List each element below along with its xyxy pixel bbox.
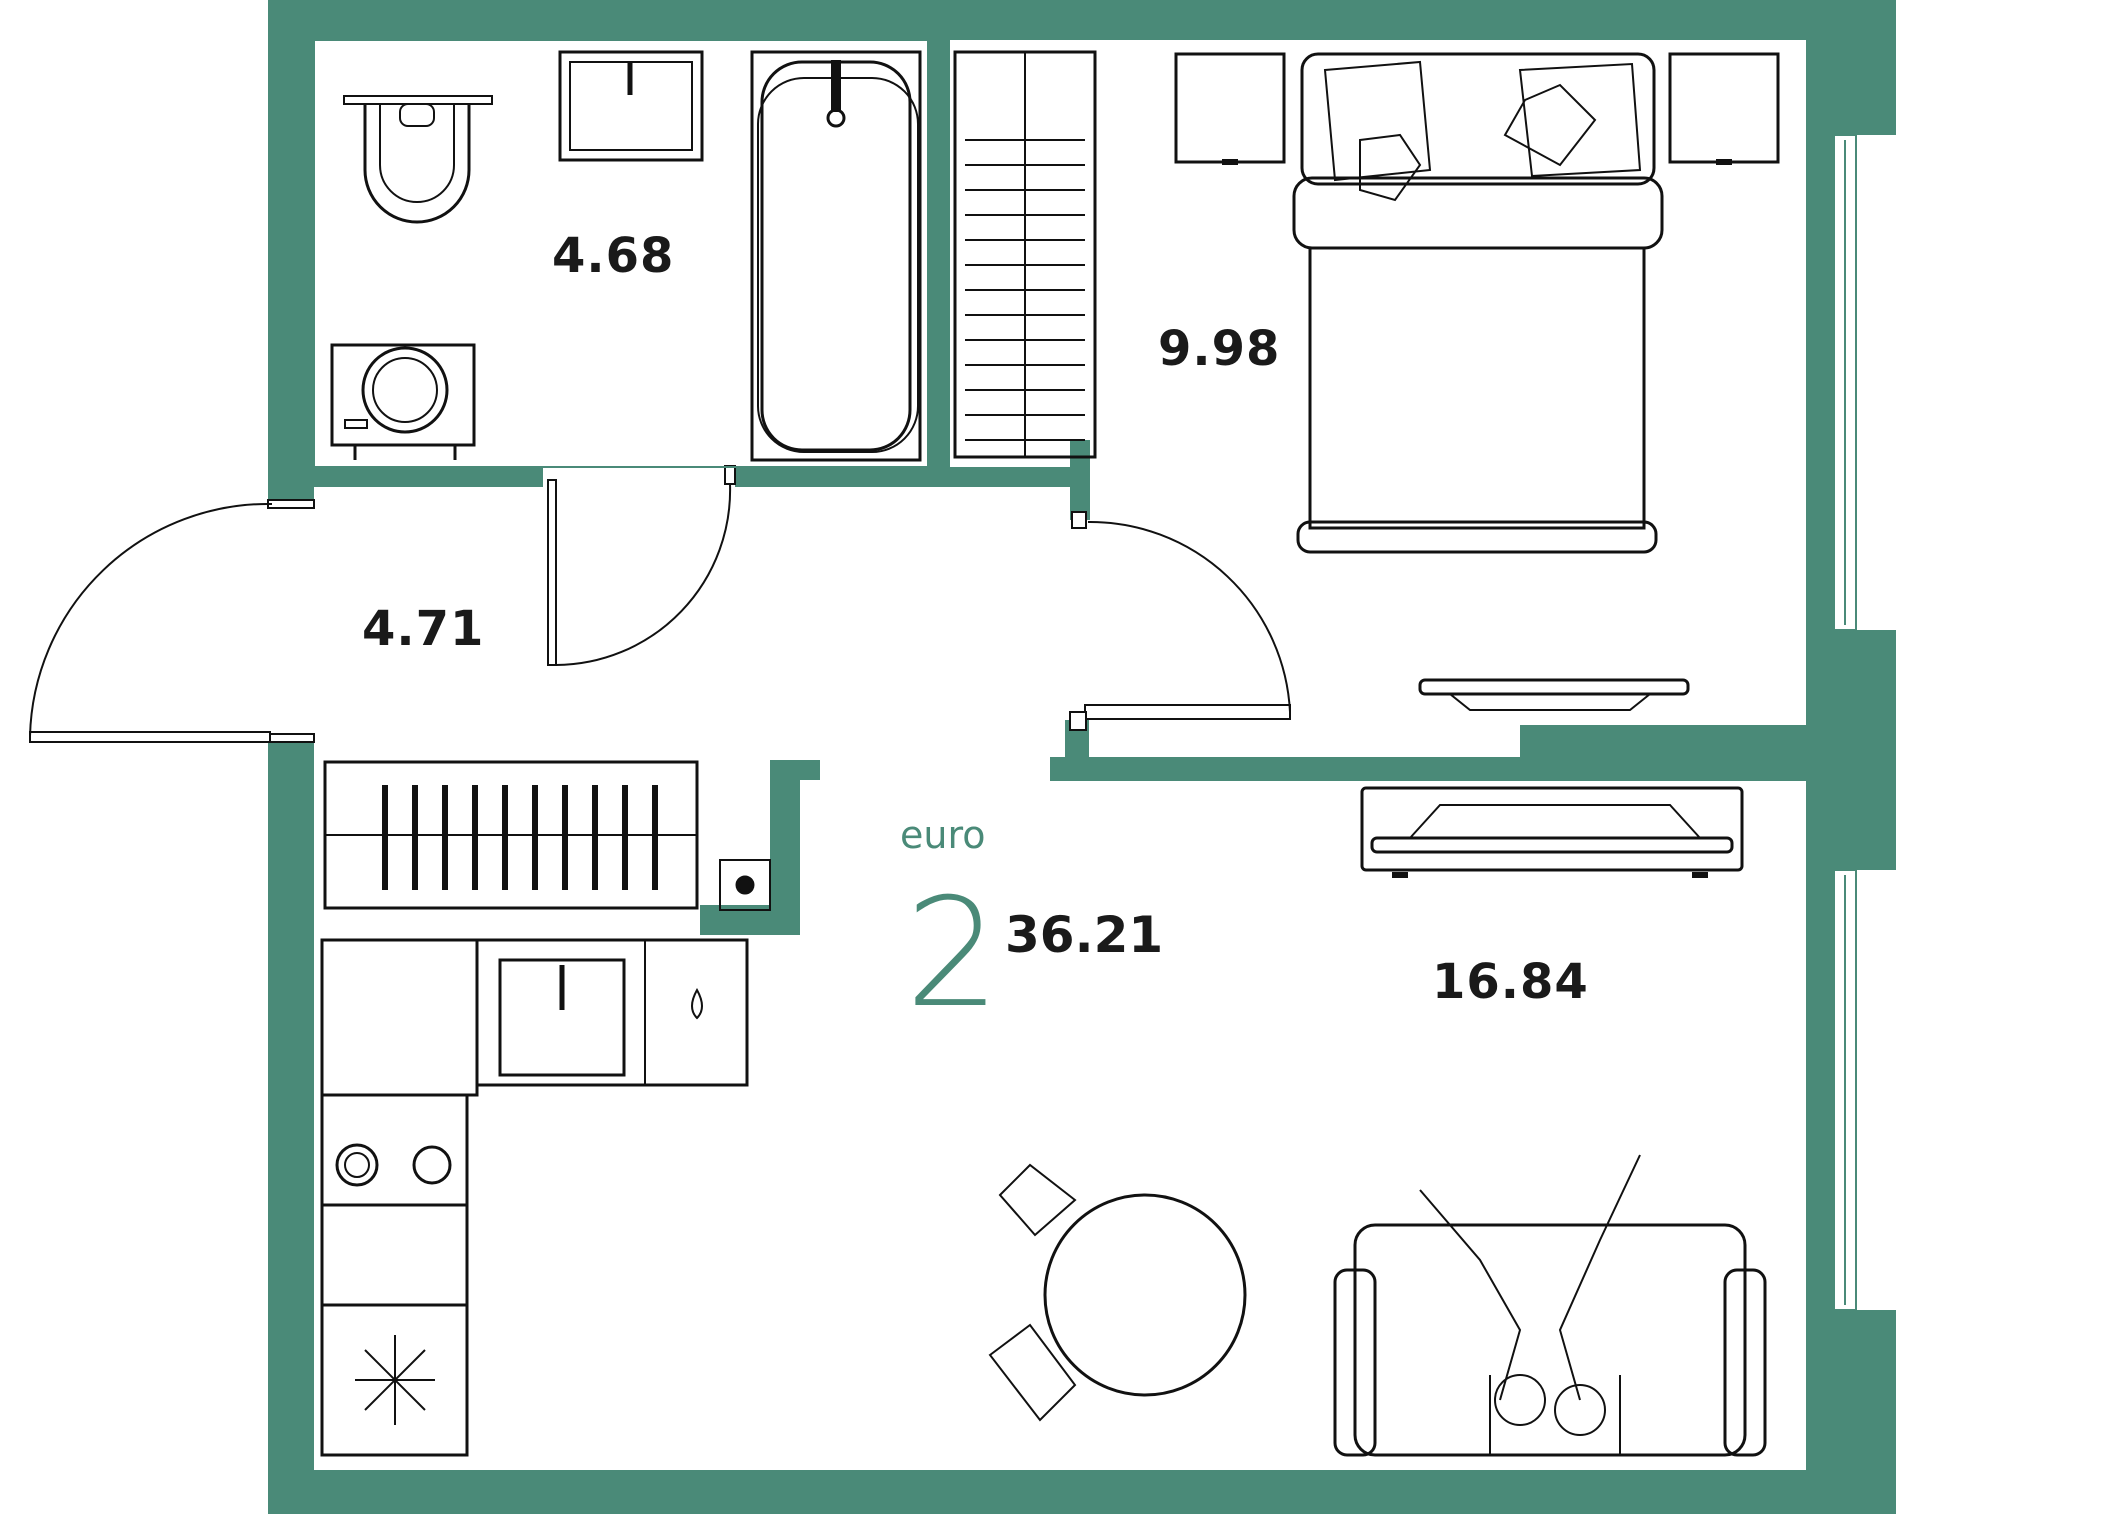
walls [268, 0, 1896, 1514]
bathtub-icon [750, 50, 922, 462]
kitchen-counter-icon [320, 938, 749, 1457]
doors [29, 465, 1291, 743]
nightstand-right-icon [1668, 52, 1780, 164]
ventilation-shaft-icon [719, 859, 771, 911]
sofa-icon [1333, 1154, 1767, 1457]
bedroom-furniture [953, 50, 1780, 711]
washing-machine-icon [330, 343, 476, 460]
nightstand-left-icon [1174, 52, 1286, 164]
living-furniture [320, 760, 1767, 1457]
total-area: 36.21 [1005, 906, 1163, 964]
windows [1833, 134, 1857, 1311]
apartment-type-label: euro [900, 813, 986, 857]
room-area-bathroom: 4.68 [552, 228, 674, 284]
wardrobe-icon [953, 50, 1097, 459]
bathroom-fixtures [313, 39, 929, 468]
toilet-icon [343, 95, 493, 224]
room-area-bedroom: 9.98 [1158, 321, 1280, 377]
dining-table-icon [988, 1163, 1247, 1422]
room-area-living: 16.84 [1432, 954, 1589, 1010]
room-count: 2 [905, 867, 1000, 1041]
hallway-wardrobe-icon [323, 760, 699, 910]
room-area-hallway: 4.71 [362, 601, 484, 657]
bathroom-sink-icon [558, 50, 704, 162]
tv-bedroom-icon [1418, 678, 1690, 711]
tv-living-icon [1360, 786, 1744, 878]
bed-icon [1292, 52, 1664, 554]
